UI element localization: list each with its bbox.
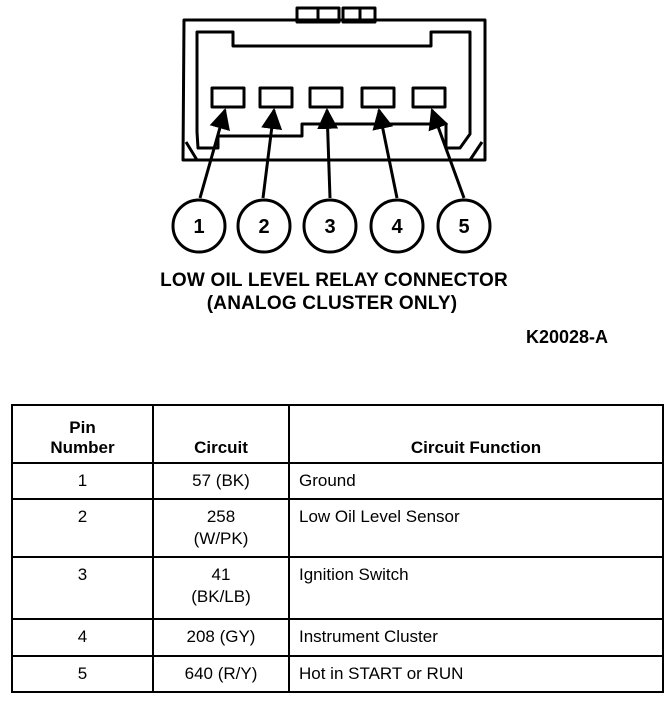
cell-circuit: 640 (R/Y) <box>152 655 290 693</box>
pin-label-3: 3 <box>324 216 335 238</box>
connector-diagram: 1 2 3 4 5 <box>171 6 492 254</box>
pin-callout-1 <box>171 198 227 254</box>
leader-1 <box>198 107 230 199</box>
cell-pin: 3 <box>11 556 154 620</box>
connector-housing <box>181 18 487 162</box>
cavity-1 <box>210 86 246 109</box>
pin-label-5: 5 <box>458 216 469 238</box>
figure-id: K20028-A <box>526 327 609 347</box>
cell-function: Instrument Cluster <box>288 618 664 657</box>
cell-function: Ground <box>288 462 664 500</box>
cell-pin: 5 <box>11 655 154 693</box>
cell-circuit: 208 (GY) <box>152 618 290 657</box>
cell-pin: 2 <box>11 498 154 558</box>
cell-function: Ignition Switch <box>288 556 664 620</box>
header-circuit-function: Circuit Function <box>288 404 664 464</box>
cavity-4 <box>360 86 396 109</box>
pin-callout-3 <box>302 198 358 254</box>
pinout-table: Pin Number Circuit Circuit Function 1 57… <box>11 404 664 693</box>
table-header-row: Pin Number Circuit Circuit Function <box>11 404 664 464</box>
cavity-5 <box>411 86 447 109</box>
leader-2 <box>261 107 283 199</box>
cell-circuit: 41 (BK/LB) <box>152 556 290 620</box>
table-row: 2 258 (W/PK) Low Oil Level Sensor <box>11 498 664 558</box>
pin-label-4: 4 <box>391 216 403 238</box>
leader-3 <box>317 107 339 199</box>
table-row: 1 57 (BK) Ground <box>11 462 664 500</box>
pin-callout-4 <box>369 198 425 254</box>
leader-5 <box>428 108 466 199</box>
cavity-2 <box>258 86 294 109</box>
pin-cavities <box>210 86 447 109</box>
header-circuit: Circuit <box>152 404 290 464</box>
diagram-caption-line2: (ANALOG CLUSTER ONLY) <box>206 293 458 314</box>
cell-circuit: 258 (W/PK) <box>152 498 290 558</box>
diagram-caption-line1: LOW OIL LEVEL RELAY CONNECTOR <box>160 270 508 291</box>
pin-callout-2 <box>236 198 292 254</box>
cell-pin: 1 <box>11 462 154 500</box>
connector-base <box>184 141 484 161</box>
table-row: 5 640 (R/Y) Hot in START or RUN <box>11 655 664 693</box>
cell-pin: 4 <box>11 618 154 657</box>
cell-circuit: 57 (BK) <box>152 462 290 500</box>
pin-callout-5 <box>436 198 492 254</box>
table-row: 3 41 (BK/LB) Ignition Switch <box>11 556 664 620</box>
leader-4 <box>372 107 399 199</box>
connector-inner-profile <box>195 30 472 150</box>
cell-function: Hot in START or RUN <box>288 655 664 693</box>
pin-label-1: 1 <box>193 216 204 238</box>
header-pin-number: Pin Number <box>11 404 154 464</box>
cell-function: Low Oil Level Sensor <box>288 498 664 558</box>
cavity-3 <box>308 86 344 109</box>
table-row: 4 208 (GY) Instrument Cluster <box>11 618 664 657</box>
pin-label-2: 2 <box>258 216 269 238</box>
